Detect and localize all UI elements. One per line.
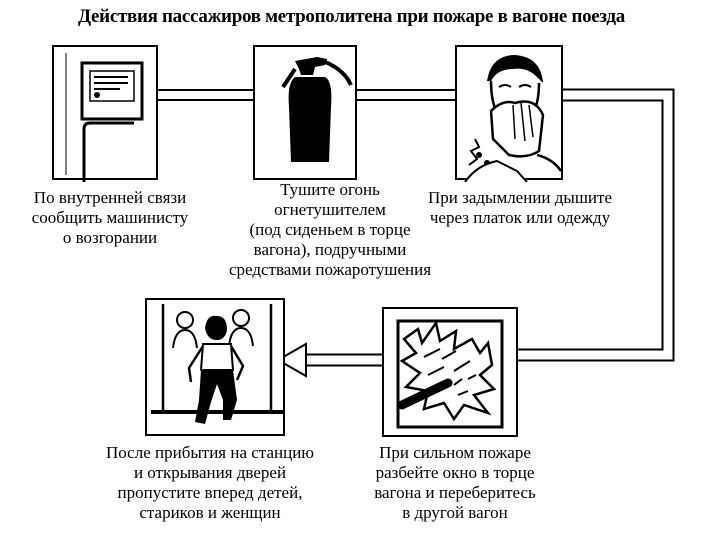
step-5-panel [145,298,285,436]
intercom-panel-icon [65,53,144,182]
break-window-icon [396,319,504,429]
step-1-caption: По внутренней связи сообщить машинисту о… [31,188,189,247]
step-4-caption: При сильном пожаре разбейте окно в торце… [374,443,536,522]
page-title: Действия пассажиров метрополитена при по… [78,6,625,27]
passengers-exiting-icon [151,304,283,424]
fire-extinguisher-icon [281,57,353,162]
step-3-panel [455,45,563,182]
step-3-caption: При задымлении дышите через платок или о… [427,188,613,227]
step-5-caption: После прибытия на станцию и открывания д… [105,443,314,522]
step-2-panel [253,45,357,180]
step-4-panel [382,307,518,437]
step-1-panel [52,45,158,182]
person-covering-face-icon [464,55,563,182]
step-2-caption: Тушите огонь огнетушителем (под сиденьем… [228,180,432,279]
